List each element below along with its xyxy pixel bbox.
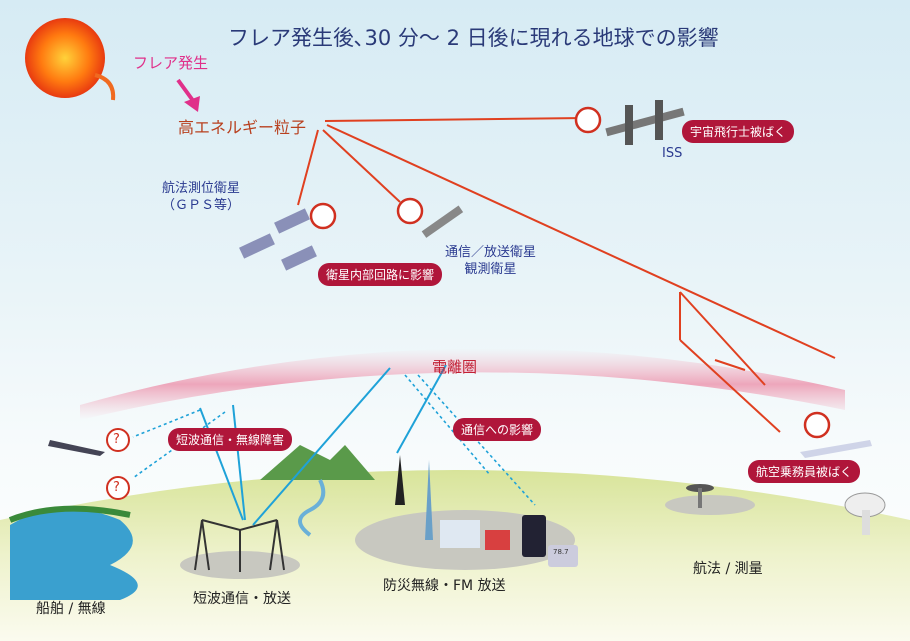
astronaut-exposure-badge: 宇宙飛行士被ばく: [682, 120, 795, 143]
communication-impact-badge: 通信への影響: [453, 418, 542, 441]
radiation-hazard-icon: [309, 106, 831, 439]
aircrew-exposure-badge: 航空乗務員被ばく: [748, 460, 861, 483]
broadcast-tower-icon: [395, 455, 578, 567]
radar-dish-icon: [844, 492, 886, 535]
question-icon: [106, 428, 130, 452]
satellite-icon: [239, 100, 685, 271]
comm-satellite-line1: 通信／放送衛星: [445, 245, 537, 260]
shortwave-antenna-icon: [194, 519, 285, 572]
radio-display: 78.7: [553, 548, 569, 556]
bay: [10, 508, 138, 600]
page-title: フレア発生後､30 分～ 2 日後に現れる地球での影響: [228, 26, 719, 50]
navigation-survey-label: 航法 / 測量: [693, 561, 763, 577]
ionosphere-band: [80, 348, 845, 420]
shortwave-broadcast-label: 短波通信・放送: [193, 591, 291, 607]
question-icon: [106, 476, 130, 500]
sun-icon: [25, 18, 105, 98]
gps-station-icon: [686, 484, 714, 508]
radio-wave-paths: [199, 364, 447, 526]
question-mark-1: ?: [113, 432, 120, 447]
flare-arrow-icon: [176, 78, 200, 112]
gps-label: 航法測位衛星 （ＧＰＳ等）: [162, 180, 240, 214]
airplane-icon: [48, 440, 872, 458]
question-mark-2: ?: [113, 480, 120, 495]
comm-satellite-line2: 観測衛星: [464, 262, 517, 277]
shortwave-disruption-badge: 短波通信・無線障害: [168, 428, 293, 451]
gps-label-line1: 航法測位衛星: [162, 181, 241, 196]
disaster-fm-label: 防災無線・FM 放送: [383, 578, 506, 594]
flare-label: フレア発生: [133, 54, 209, 72]
particle-paths: [297, 117, 836, 433]
iss-label: ISS: [662, 146, 683, 161]
comm-satellite-label: 通信／放送衛星 観測衛星: [445, 244, 536, 278]
satellite-circuit-badge: 衛星内部回路に影響: [318, 263, 443, 286]
particles-label: 高エネルギー粒子: [178, 118, 307, 137]
ionosphere-label: 電離圏: [432, 358, 478, 376]
mountain-icon: [260, 445, 375, 480]
gps-label-line2: （ＧＰＳ等）: [162, 198, 241, 213]
ship-radio-label: 船舶 / 無線: [36, 601, 106, 617]
